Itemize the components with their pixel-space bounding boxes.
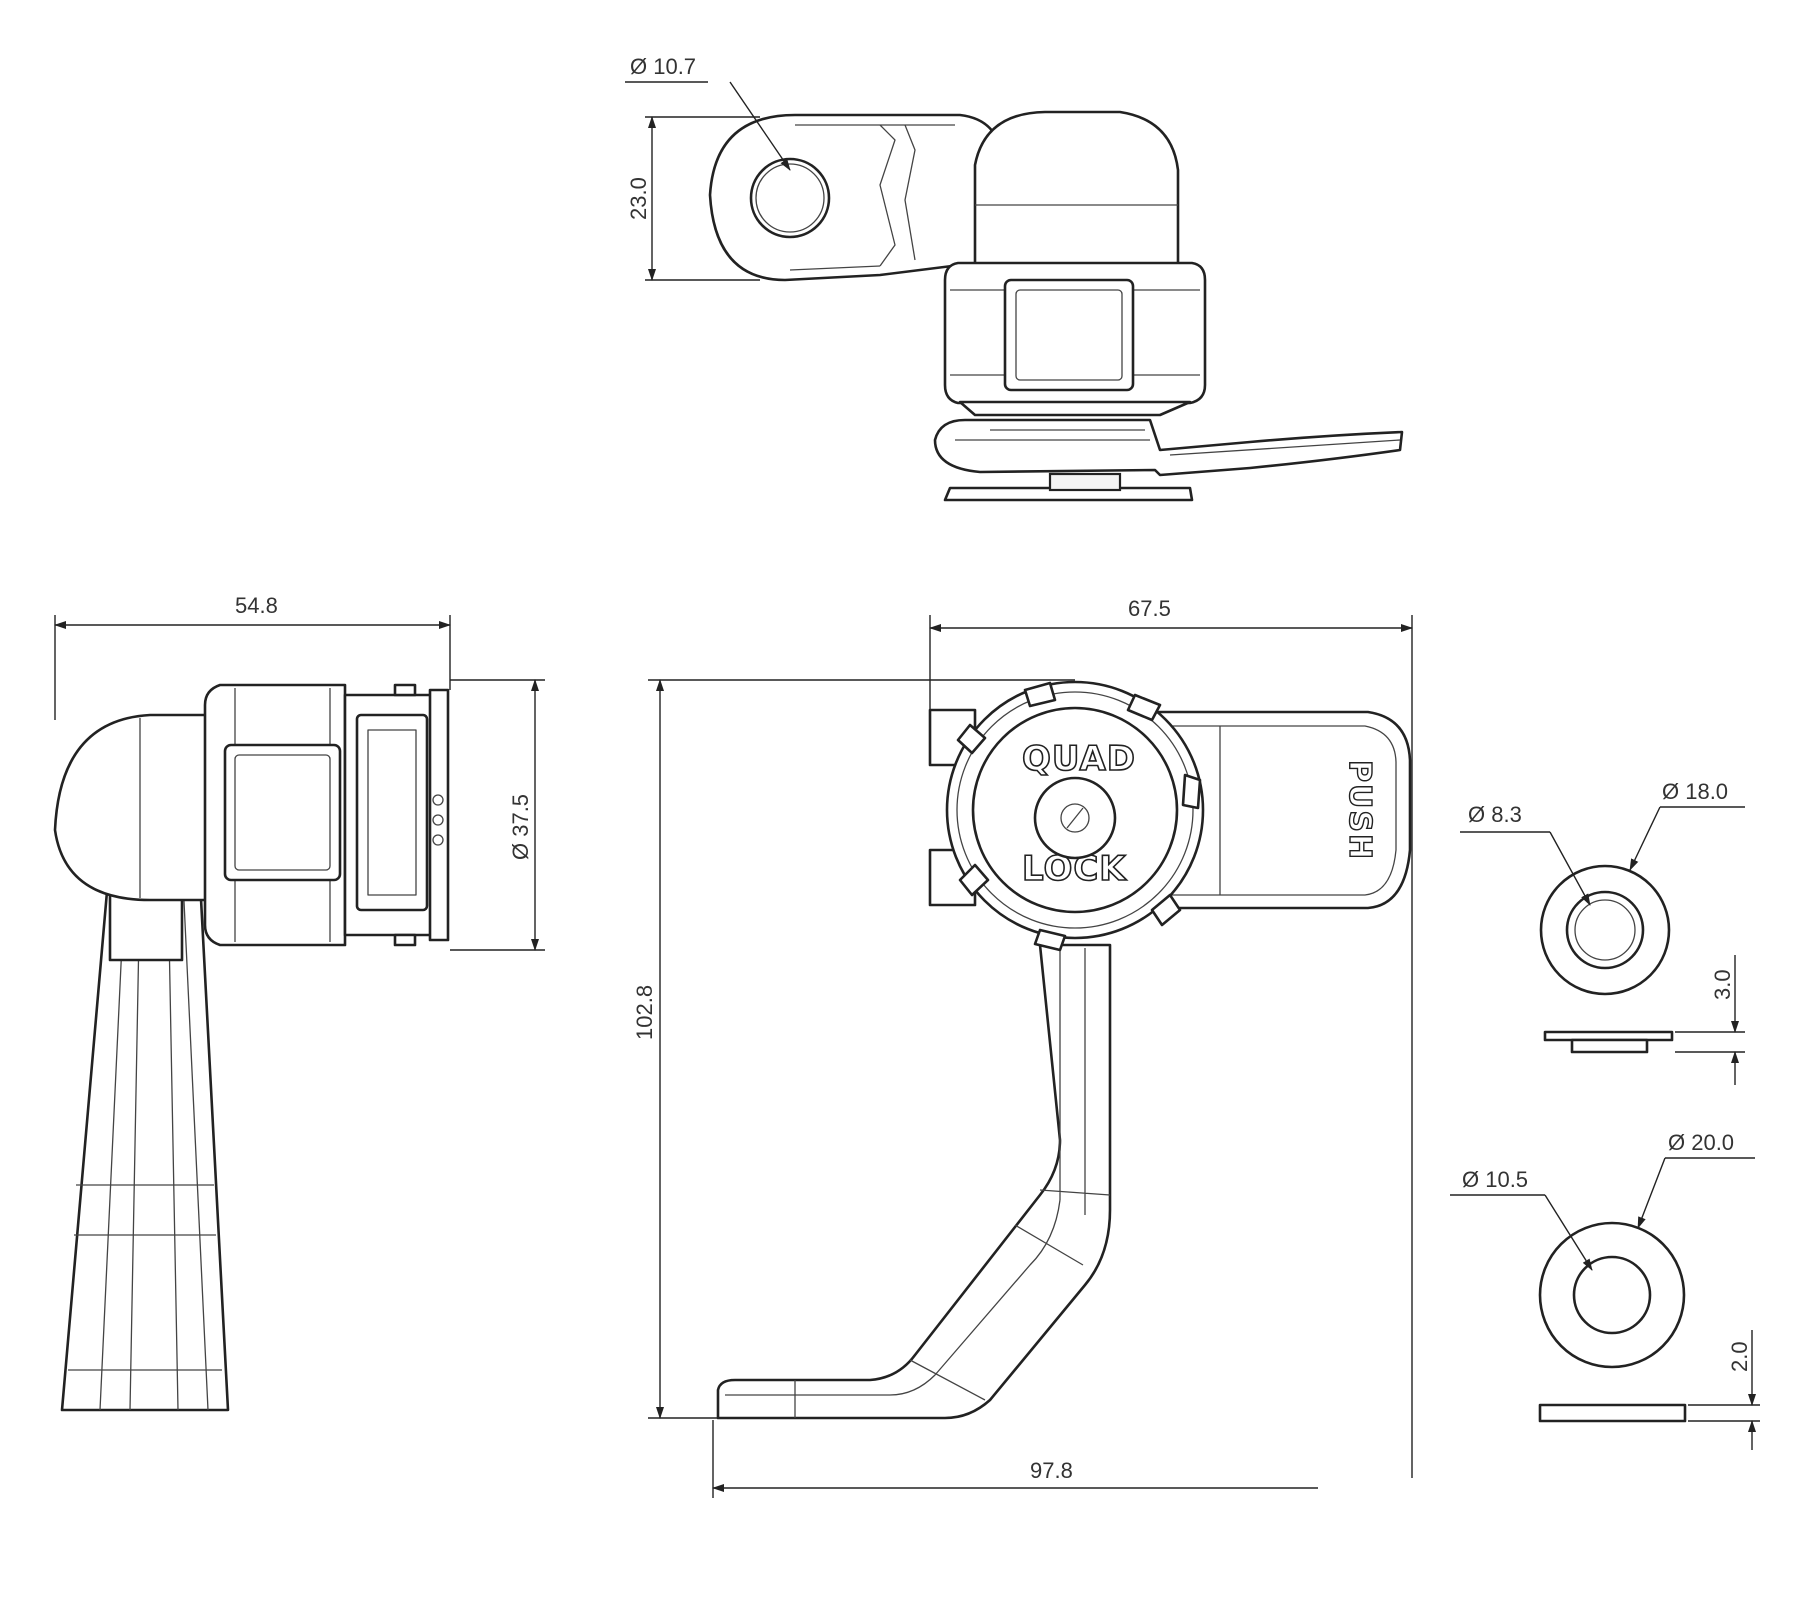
dim-washer-1-outer-label: Ø 18.0 (1662, 779, 1728, 804)
dim-arm-height: 23.0 (626, 116, 760, 281)
dim-arm-height-label: 23.0 (626, 177, 651, 220)
dim-front-height: 102.8 (632, 679, 1075, 1419)
dim-hole-diameter-label: Ø 10.7 (630, 54, 696, 79)
dim-base-length-label: 97.8 (1030, 1458, 1073, 1483)
washer-2-side (1538, 1403, 1687, 1423)
front-view-bracket (716, 943, 1112, 1420)
top-view-latch-lever (933, 418, 1404, 477)
top-view-collar-tab (1003, 278, 1135, 392)
dim-washer-1-inner-label: Ø 8.3 (1468, 802, 1522, 827)
dim-head-diameter: Ø 37.5 (450, 679, 545, 951)
dim-hole-diameter: Ø 10.7 (625, 54, 791, 171)
dim-front-width: 67.5 (929, 596, 1413, 1478)
dim-washer-1-thickness-label: 3.0 (1710, 969, 1735, 1000)
push-text: PUSH (1342, 760, 1377, 861)
dim-side-width: 54.8 (54, 593, 451, 720)
dim-washer-1: Ø 8.3 Ø 18.0 3.0 (1460, 779, 1745, 1085)
washer-1 (1539, 864, 1674, 1054)
top-view-arm (708, 113, 1002, 282)
side-view-dome (53, 713, 217, 902)
top-view (708, 110, 1404, 502)
dim-washer-2-outer-label: Ø 20.0 (1668, 1130, 1734, 1155)
dim-front-height-label: 102.8 (632, 985, 657, 1040)
top-view-mount-hole (749, 157, 831, 239)
dim-side-width-label: 54.8 (235, 593, 278, 618)
brand-quad-text: QUAD (1022, 739, 1136, 779)
dim-washer-2-inner-label: Ø 10.5 (1462, 1167, 1528, 1192)
front-view: PUSH QUAD LOCK (716, 680, 1412, 1420)
dim-washer-2-thickness-label: 2.0 (1727, 1341, 1752, 1372)
washer-2 (1538, 1221, 1687, 1423)
top-view-dome (973, 110, 1180, 267)
side-view (53, 683, 450, 1412)
dim-base-length: 97.8 (712, 1420, 1318, 1498)
dim-head-diameter-label: Ø 37.5 (508, 794, 533, 860)
dim-washer-2: Ø 10.5 Ø 20.0 2.0 (1450, 1130, 1760, 1450)
dim-front-width-label: 67.5 (1128, 596, 1171, 621)
